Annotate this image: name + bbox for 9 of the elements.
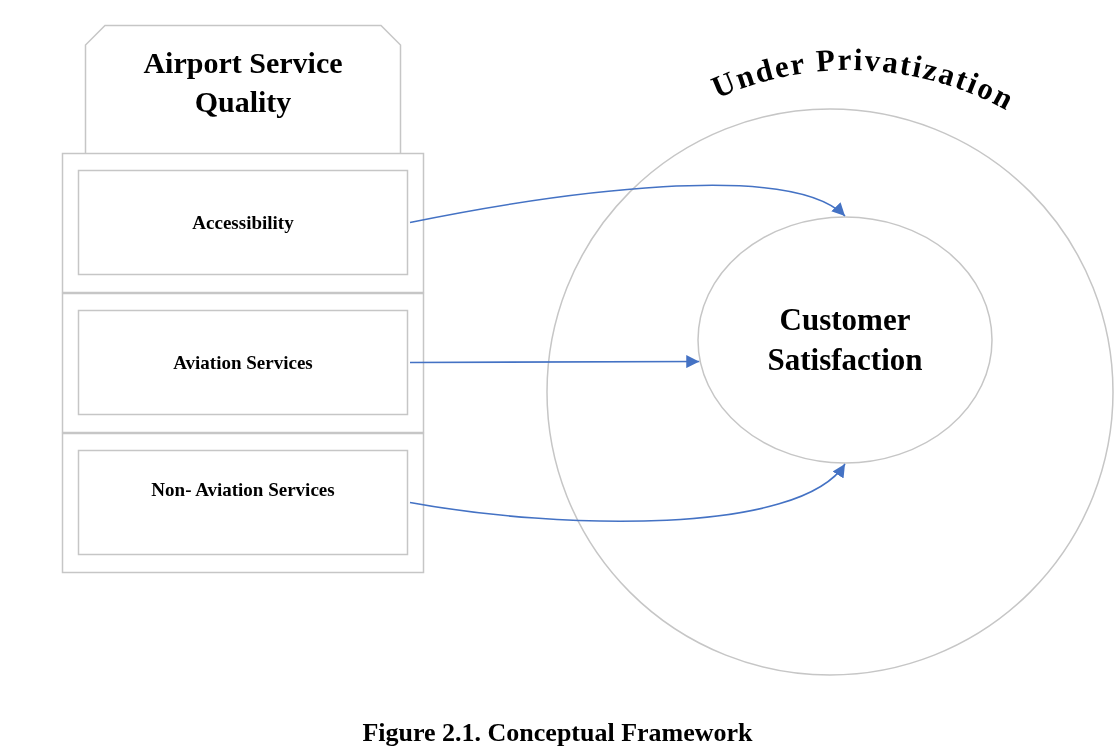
arrow [409, 463, 846, 523]
figure-caption: Figure 2.1. Conceptual Framework [362, 718, 753, 748]
factor-label: Accessibility [192, 210, 294, 235]
arrow [409, 184, 846, 224]
heading: Airport Service Quality [142, 45, 344, 120]
factor-label: Non- Aviation Services [151, 478, 335, 502]
concept-label: Customer Satisfaction [766, 300, 924, 379]
factor-label: Aviation Services [173, 350, 313, 375]
arrow [409, 355, 701, 369]
